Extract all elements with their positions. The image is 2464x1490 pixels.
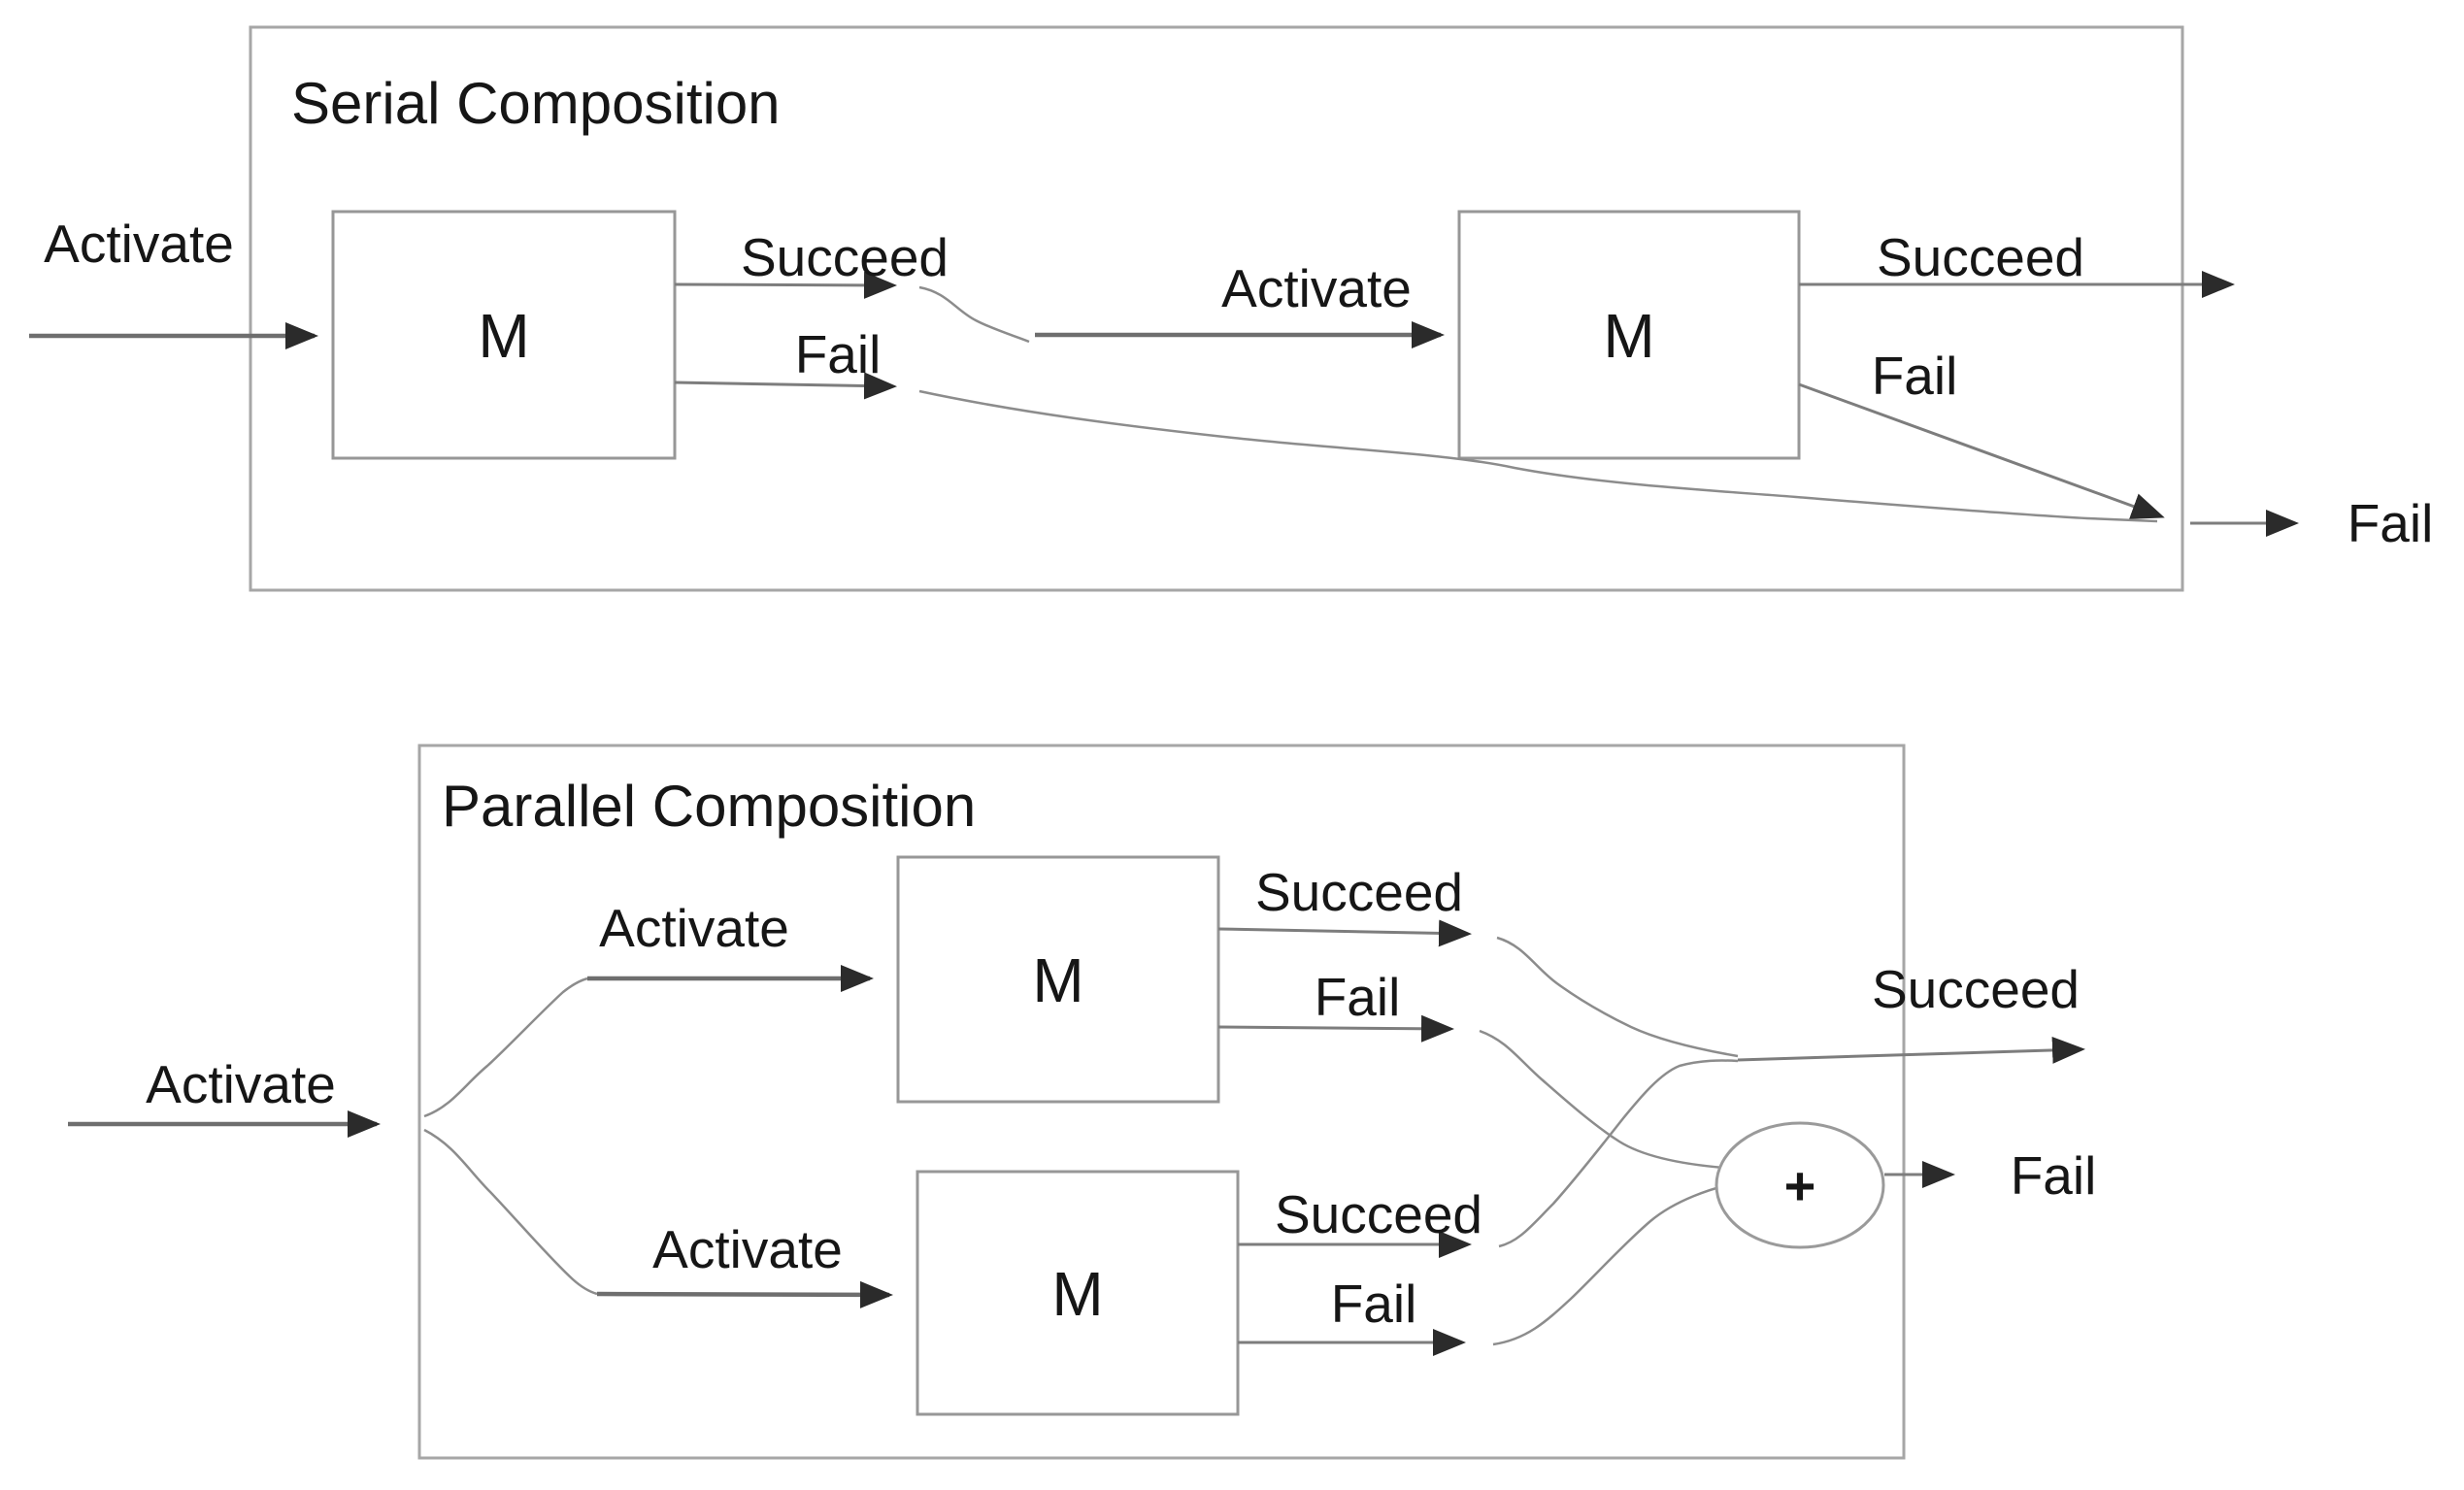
serial-activate-in-label: Activate <box>44 214 234 274</box>
parallel-title: Parallel Composition <box>442 774 976 839</box>
serial-succeed-out-label: Succeed <box>1877 227 2084 287</box>
parallel-fail-merge-squiggle-bottom <box>1492 1180 1741 1346</box>
serial-module-2-label: M <box>1603 301 1654 371</box>
parallel-top-fail-label: Fail <box>1315 967 1401 1027</box>
parallel-top-succeed-arrow <box>1217 919 1472 947</box>
parallel-module-top-label: M <box>1032 945 1083 1015</box>
parallel-composition-box <box>417 744 1906 1460</box>
parallel-top-succeed-label: Succeed <box>1255 862 1463 922</box>
parallel-fail-out-label: Fail <box>2011 1145 2097 1206</box>
serial-module-1-label: M <box>478 301 529 371</box>
parallel-module-bottom-box <box>916 1170 1240 1416</box>
parallel-module-top-box <box>896 855 1220 1104</box>
serial-activate-mid-label: Activate <box>1221 258 1412 318</box>
parallel-activate-bottom-arrow <box>596 1280 893 1308</box>
serial-module-1-box <box>331 210 677 460</box>
serial-m1-succeed-label: Succeed <box>741 227 949 287</box>
parallel-fail-merge-squiggle-top <box>1479 1029 1725 1170</box>
or-gate-circle <box>1715 1121 1885 1249</box>
parallel-succeed-out-arrow <box>1737 1036 2085 1064</box>
serial-connector-squiggle <box>918 285 1030 344</box>
serial-composition-box <box>249 25 2184 592</box>
parallel-activate-bottom-label: Activate <box>652 1219 843 1279</box>
serial-m1-succeed-arrow <box>674 271 897 299</box>
serial-m1-fail-arrow <box>674 372 897 400</box>
parallel-activate-in-label: Activate <box>146 1054 336 1114</box>
serial-m2-fail-label: Fail <box>1872 346 1958 406</box>
parallel-succeed-merge-squiggle-bottom <box>1498 1059 1739 1248</box>
serial-fail-out-label: Fail <box>2347 493 2434 553</box>
parallel-module-bottom-label: M <box>1051 1259 1103 1329</box>
serial-title: Serial Composition <box>291 71 781 136</box>
parallel-split-squiggle-bottom <box>423 1128 598 1296</box>
parallel-split-squiggle-top <box>423 977 588 1118</box>
parallel-bottom-fail-label: Fail <box>1331 1274 1417 1334</box>
serial-m1-fail-label: Fail <box>795 324 882 384</box>
parallel-bottom-succeed-label: Succeed <box>1275 1184 1482 1244</box>
serial-m2-fail-line <box>1798 382 2165 519</box>
serial-module-2-box <box>1457 210 1801 460</box>
parallel-top-fail-arrow <box>1217 1014 1454 1043</box>
parallel-succeed-out-label: Succeed <box>1872 959 2080 1019</box>
serial-fail-curve <box>918 389 2158 523</box>
parallel-succeed-merge-squiggle-top <box>1496 936 1739 1058</box>
or-gate-plus-label: + <box>1784 1155 1816 1216</box>
parallel-activate-top-label: Activate <box>599 898 789 958</box>
